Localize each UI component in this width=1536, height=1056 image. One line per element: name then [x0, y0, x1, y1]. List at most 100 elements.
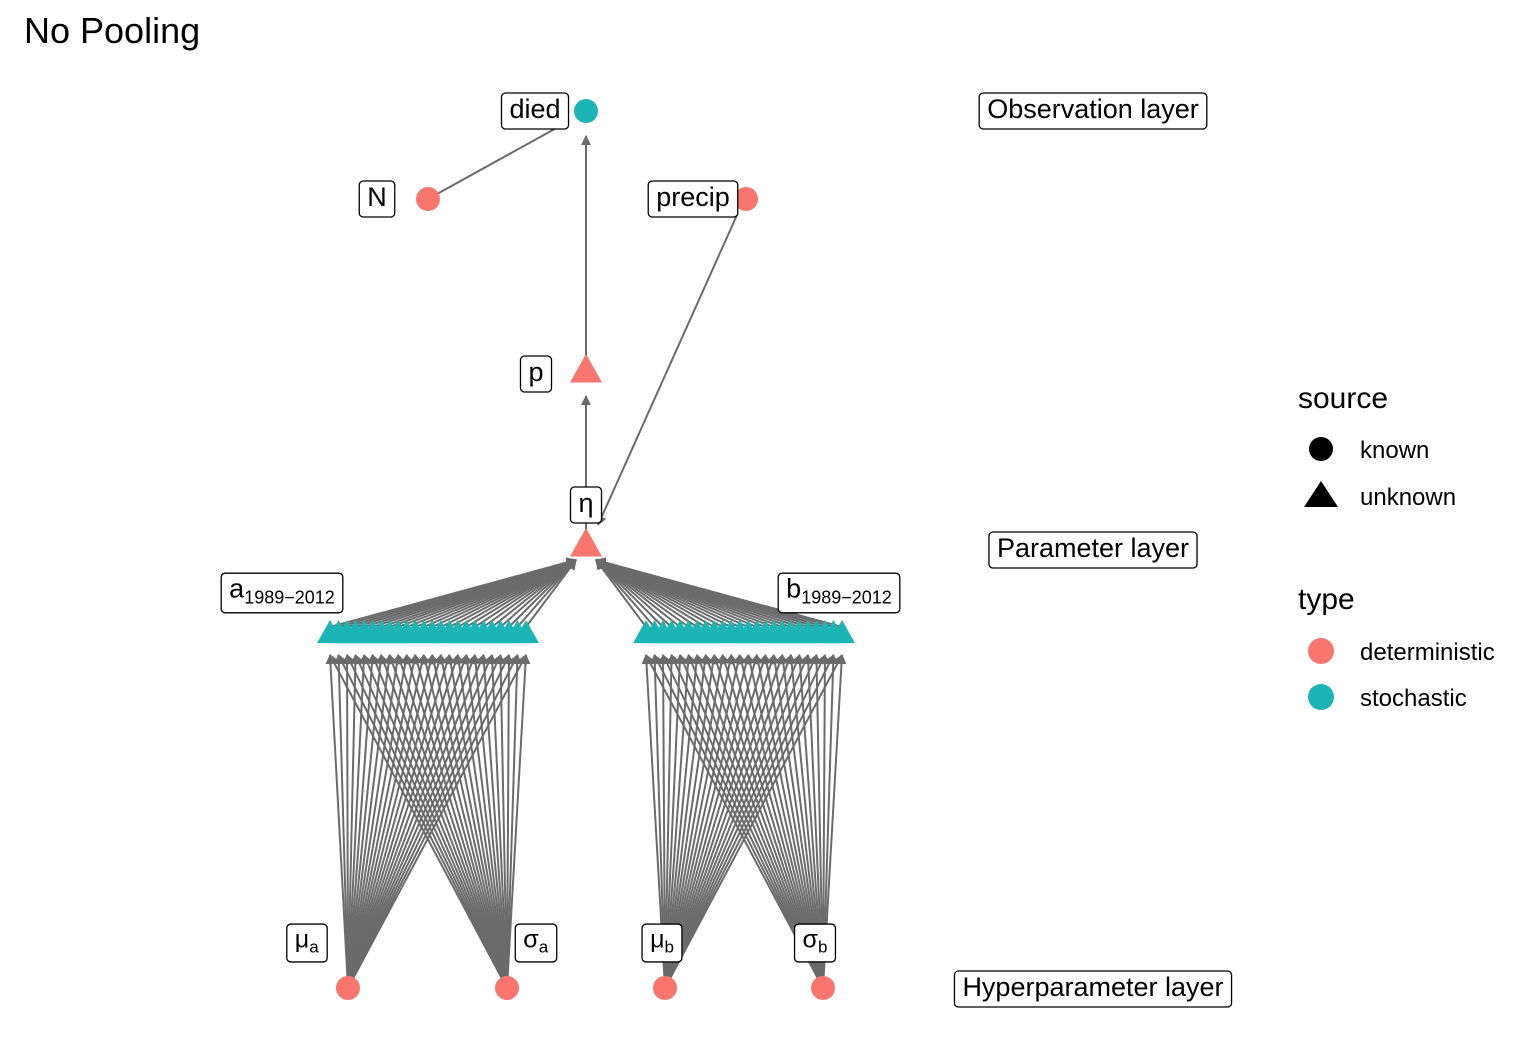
layer-observation-main: Observation layer	[987, 94, 1199, 124]
edge-mu-a	[347, 654, 369, 989]
label-mu-b: μb	[641, 923, 683, 963]
label-n-main: N	[367, 182, 387, 212]
edge-a-eta	[525, 559, 577, 628]
edge-sigma-a	[346, 654, 508, 989]
plot-title: No Pooling	[24, 10, 201, 51]
edge-sigma-a	[462, 654, 508, 989]
label-b: b1989−2012	[777, 572, 901, 614]
label-b-main: b	[786, 573, 801, 603]
label-eta: η	[569, 486, 603, 524]
edge-mu-b	[664, 654, 835, 989]
edge-mu-a	[347, 654, 419, 989]
edge-mu-a	[347, 654, 377, 989]
label-mu-a-main: μ	[295, 925, 309, 953]
edge-sigma-a	[421, 654, 508, 989]
edge-mu-a	[347, 654, 394, 989]
label-sigma-a-sub: a	[539, 938, 549, 957]
node-a	[513, 620, 539, 644]
edge-mu-a	[347, 654, 444, 989]
edge-sigma-a	[363, 654, 508, 989]
edge-mu-a	[347, 654, 402, 989]
edge-precip-eta	[597, 214, 738, 526]
edge-mu-a	[347, 654, 477, 989]
edge-sigma-a	[337, 654, 508, 989]
edge-sigma-b	[645, 654, 824, 989]
edge-n-died	[427, 125, 561, 200]
legend-source-title: source	[1298, 382, 1388, 415]
edge-mu-a	[347, 654, 519, 989]
edge-sigma-a	[495, 654, 508, 989]
label-mu-a-text: μa	[295, 925, 319, 957]
label-n-text: N	[367, 182, 387, 212]
layer-observation: Observation layer	[978, 92, 1208, 130]
edge-mu-a	[347, 654, 361, 989]
edge-mu-a	[347, 654, 427, 989]
edge-sigma-a	[506, 654, 531, 989]
edge-mu-a	[347, 654, 435, 989]
edge-sigma-a	[479, 654, 508, 989]
legend-type-icon	[1308, 638, 1334, 664]
node-sigma_b	[811, 976, 835, 1000]
edge-sigma-a	[445, 654, 508, 989]
label-mu-b-text: μb	[650, 925, 674, 957]
label-a-sub: 1989−2012	[244, 587, 335, 607]
edge-sigma-a	[437, 654, 508, 989]
label-mu-a-sub: a	[309, 938, 319, 957]
layer-parameter-text: Parameter layer	[997, 533, 1189, 563]
layer-hyperparameter-text: Hyperparameter layer	[962, 972, 1223, 1002]
edge-mu-b	[664, 654, 785, 989]
label-sigma-a: σa	[514, 923, 558, 963]
label-precip-box	[647, 180, 739, 218]
edge-mu-a	[342, 654, 353, 989]
edge-sigma-a	[371, 654, 508, 989]
edge-sigma-a	[503, 654, 514, 989]
edge-sigma-a	[354, 654, 508, 989]
edge-b-eta	[595, 559, 656, 628]
label-died: died	[500, 92, 570, 130]
edge-mu-a	[347, 654, 502, 989]
edge-sigma-a	[379, 654, 508, 989]
node-p	[570, 354, 602, 383]
label-sigma-b-sub: b	[818, 938, 827, 957]
label-a-main: a	[229, 573, 245, 603]
node-died	[574, 99, 598, 123]
edge-sigma-a	[487, 654, 508, 989]
layer-hyperparameter: Hyperparameter layer	[953, 970, 1233, 1008]
edge-b-eta	[595, 559, 647, 628]
label-mu-a-box	[286, 923, 328, 963]
edge-mu-a	[333, 654, 349, 989]
edge-mu-a	[347, 654, 411, 989]
label-p-box	[519, 355, 553, 393]
label-b-sub: 1989−2012	[801, 587, 892, 607]
edge-sigma-a	[387, 654, 508, 989]
edge-mu-a	[347, 654, 452, 989]
edge-mu-a	[347, 654, 527, 989]
edge-mu-b	[664, 654, 843, 989]
legend-source-label: known	[1360, 437, 1429, 464]
legend-type-label: stochastic	[1360, 685, 1467, 712]
node-N	[416, 187, 440, 211]
node-mu_b	[653, 976, 677, 1000]
label-b-box	[777, 572, 901, 614]
legend-type-icon	[1308, 684, 1334, 710]
edge-mu-b	[664, 654, 776, 989]
node-precip	[734, 187, 758, 211]
label-a-box	[220, 572, 344, 614]
label-sigma-a-main: σ	[523, 925, 539, 953]
edge-mu-a	[347, 654, 510, 989]
edge-sigma-a	[412, 654, 508, 989]
layer-parameter: Parameter layer	[988, 531, 1198, 569]
node-b	[829, 620, 855, 644]
edge-sigma-a	[396, 654, 508, 989]
layer-hyperparameter-box	[953, 970, 1233, 1008]
label-precip-main: precip	[656, 182, 730, 212]
edge-b-eta	[595, 557, 843, 628]
edge-sigma-a	[470, 654, 508, 989]
edge-a-eta	[499, 559, 577, 628]
edge-a-eta	[508, 559, 577, 628]
edge-mu-a	[347, 654, 485, 989]
edge-mu-b	[664, 654, 801, 989]
label-mu-a: μa	[286, 923, 328, 963]
legend-known-icon	[1309, 437, 1333, 461]
